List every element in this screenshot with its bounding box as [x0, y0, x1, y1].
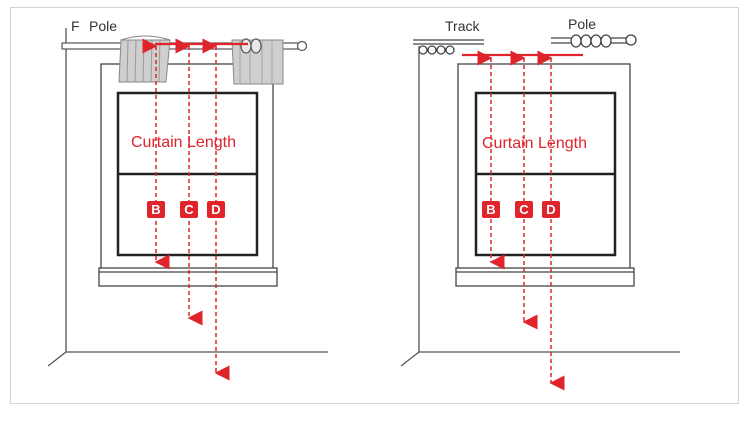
svg-text:D: D [211, 202, 220, 217]
left-window-sill [98, 267, 278, 287]
left-pole-prefix: F [71, 18, 80, 34]
right-badge-d: D [542, 201, 560, 218]
svg-text:C: C [519, 202, 529, 217]
right-badge-c: C [515, 201, 533, 218]
right-window-sill [455, 267, 635, 287]
svg-text:D: D [546, 202, 555, 217]
right-window-frame [457, 63, 631, 271]
right-curtain-pole [551, 34, 637, 48]
left-wall [47, 28, 328, 367]
right-curtain-track [413, 39, 484, 55]
right-panel: Track Pole Curtain Length B C D [400, 16, 680, 391]
left-window-frame [100, 63, 274, 271]
right-curtain-length-label: Curtain Length [482, 135, 587, 152]
svg-text:C: C [184, 202, 194, 217]
left-badge-b: B [147, 201, 165, 218]
left-curtain-length-label: Curtain Length [131, 134, 236, 151]
svg-text:B: B [486, 202, 495, 217]
left-panel: F Pole Curtain Length B C D [47, 18, 328, 381]
right-pole-label: Pole [568, 16, 596, 32]
left-curtain-right [231, 38, 284, 85]
left-badge-c: C [180, 201, 198, 218]
left-pole-label: Pole [89, 18, 117, 34]
right-badge-b: B [482, 201, 500, 218]
left-badge-d: D [207, 201, 225, 218]
right-track-label: Track [445, 18, 480, 34]
svg-text:B: B [151, 202, 160, 217]
